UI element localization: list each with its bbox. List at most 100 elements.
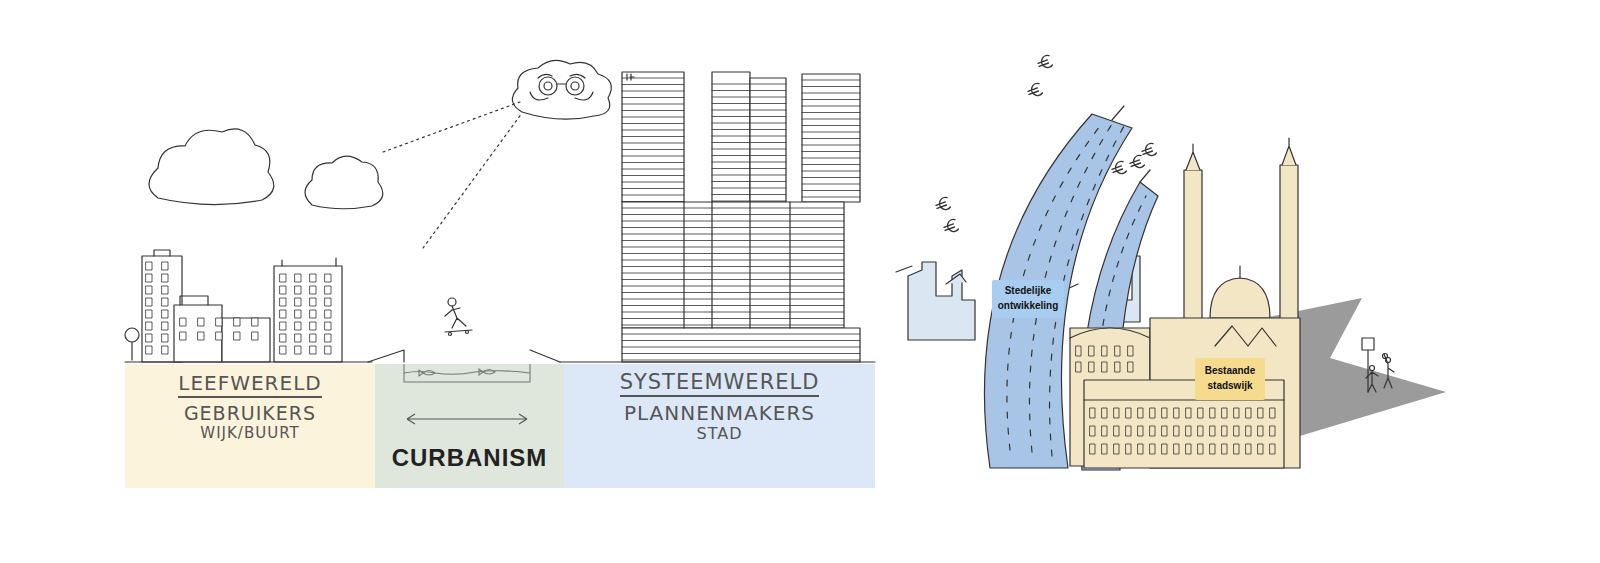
tower <box>802 177 860 178</box>
basketball <box>1386 358 1391 363</box>
tower <box>802 151 860 152</box>
small-buildings <box>280 322 286 330</box>
euro-signs <box>942 219 958 235</box>
small-buildings <box>310 286 316 294</box>
mosque <box>1239 266 1240 278</box>
mosque <box>1222 426 1227 436</box>
tower-back <box>1140 170 1150 182</box>
euro-signs <box>1110 161 1126 177</box>
tower <box>712 84 786 85</box>
tower <box>622 253 844 254</box>
euro-signs <box>1026 83 1042 99</box>
small-buildings <box>295 310 301 318</box>
district-tag: Bestaande stadswijk <box>1195 358 1265 400</box>
mosque <box>1070 138 1300 468</box>
basketball <box>1366 372 1378 392</box>
mosque <box>1126 408 1131 418</box>
small-buildings <box>131 342 132 360</box>
small-buildings <box>146 298 152 306</box>
mosque <box>1210 444 1215 454</box>
tower <box>622 347 860 348</box>
mosque <box>1150 444 1155 454</box>
ground <box>368 350 560 362</box>
mosque <box>1270 426 1275 436</box>
mosque <box>1150 408 1155 418</box>
mosque <box>1138 408 1143 418</box>
tower <box>622 247 844 248</box>
mosque <box>1234 408 1239 418</box>
mosque <box>1210 278 1270 318</box>
tower <box>712 97 786 98</box>
heading-text: CURBANISM <box>392 444 548 472</box>
pit-outline <box>404 364 530 382</box>
small-buildings <box>280 286 286 294</box>
tower <box>622 182 684 183</box>
small-buildings <box>295 286 301 294</box>
tower <box>622 334 860 335</box>
small-buildings <box>162 310 168 318</box>
tower <box>622 260 844 261</box>
mosque <box>1076 346 1081 356</box>
tower <box>622 340 860 341</box>
skateboarder <box>445 306 472 332</box>
tower <box>622 227 844 228</box>
euro-signs <box>942 219 958 235</box>
lifeworld-band: LEEFWERELDGEBRUIKERSWIJK/BUURT <box>125 364 375 488</box>
binoculars <box>539 77 557 95</box>
tower <box>802 197 860 198</box>
tower <box>802 184 860 185</box>
mosque <box>1090 426 1095 436</box>
tower <box>712 123 786 124</box>
mosque <box>1114 426 1119 436</box>
body-text: PLANNENMAKERS <box>624 402 815 425</box>
tower <box>622 110 684 111</box>
tower <box>622 360 860 361</box>
mosque <box>1174 444 1179 454</box>
tower <box>622 266 844 267</box>
small-buildings <box>234 332 240 340</box>
mosque <box>1234 444 1239 454</box>
tower <box>802 164 860 165</box>
euro-signs <box>1140 143 1156 159</box>
tower <box>802 125 860 126</box>
mosque <box>1089 362 1094 372</box>
mosque <box>1128 346 1133 356</box>
small-buildings <box>310 334 316 342</box>
small-buildings <box>280 298 286 306</box>
basketball <box>1362 338 1394 392</box>
tower <box>622 156 684 157</box>
mosque <box>1128 362 1133 372</box>
tower <box>622 214 844 215</box>
small-buildings <box>295 274 301 282</box>
small-buildings <box>234 318 240 326</box>
small-buildings <box>325 334 331 342</box>
double-arrow <box>407 414 527 424</box>
basketball <box>1384 354 1394 388</box>
mosque <box>1210 408 1215 418</box>
tower <box>802 106 860 107</box>
tower <box>622 72 684 202</box>
tower <box>712 162 786 163</box>
fish <box>419 369 495 376</box>
small-buildings <box>162 274 168 282</box>
small-buildings <box>310 274 316 282</box>
heading-text: LEEFWERELD <box>178 372 321 398</box>
tower <box>622 136 684 137</box>
tower <box>622 208 844 209</box>
small-buildings <box>174 305 222 362</box>
small-buildings <box>198 332 204 340</box>
binoculars <box>530 74 593 100</box>
skateboarder <box>449 333 452 336</box>
binoculars <box>566 77 584 95</box>
basketball <box>1370 366 1375 371</box>
mosque <box>1246 444 1251 454</box>
mosque <box>1102 444 1107 454</box>
small-buildings <box>325 322 331 330</box>
tower <box>802 145 860 146</box>
mosque <box>1162 426 1167 436</box>
tower <box>622 286 844 287</box>
tower <box>622 175 684 176</box>
small-buildings <box>280 310 286 318</box>
tower <box>712 142 786 143</box>
mosque <box>1070 328 1150 338</box>
